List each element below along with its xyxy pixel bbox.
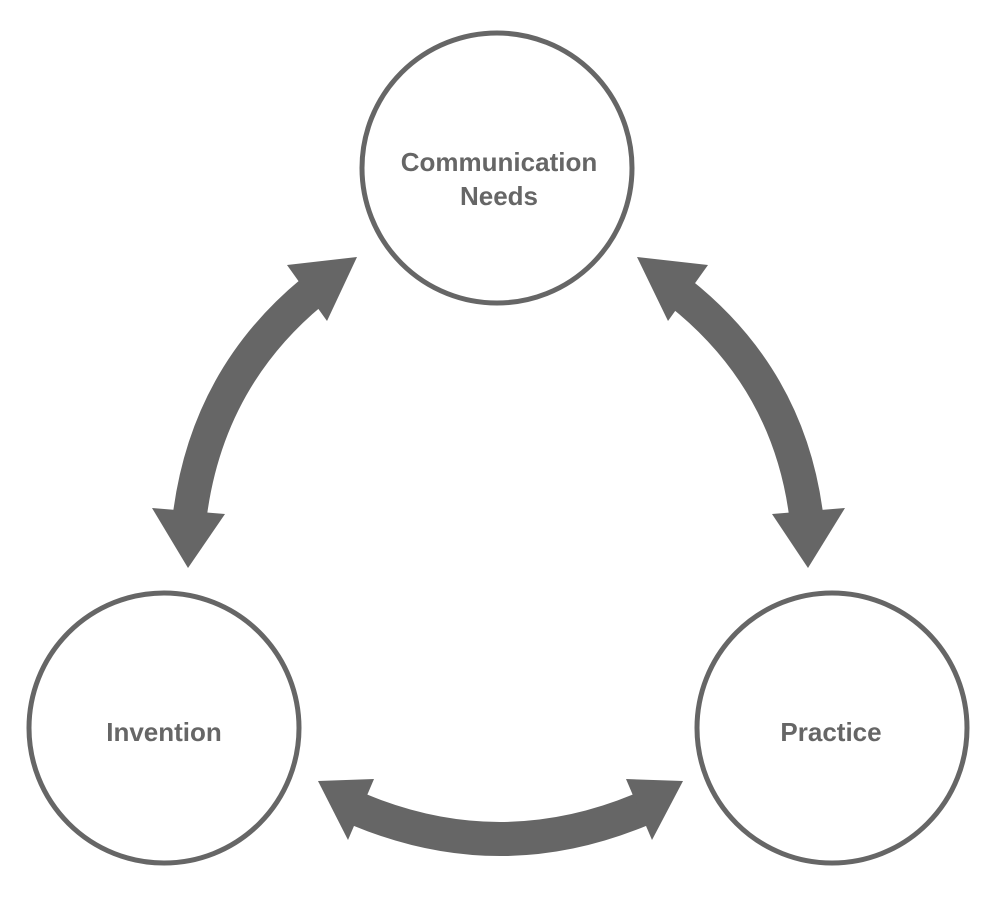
node-label-top-line1: Communication — [401, 147, 597, 177]
arrowhead-right-bottom — [772, 508, 845, 568]
arrowhead-left-bottom — [152, 508, 225, 568]
arrow-invention-practice — [318, 779, 683, 856]
arrow-shaft-right — [668, 278, 823, 517]
node-invention: Invention — [26, 590, 302, 866]
arrowhead-bottom-right — [626, 779, 683, 840]
node-label-right: Practice — [780, 717, 881, 747]
arrow-needs-practice — [637, 257, 845, 568]
arrowhead-bottom-left — [318, 779, 374, 840]
node-circle-left — [26, 590, 302, 866]
node-circle-right — [694, 590, 970, 866]
arrowhead-right-top — [637, 257, 708, 321]
arrowhead-left-top — [287, 257, 357, 321]
node-label-top-line2: Needs — [460, 181, 538, 211]
node-communication-needs: Communication Needs — [359, 30, 635, 306]
node-practice: Practice — [694, 590, 970, 866]
node-circle-top — [359, 30, 635, 306]
arrow-needs-invention — [152, 257, 357, 568]
arrow-shaft-left — [173, 278, 323, 517]
node-label-left: Invention — [106, 717, 222, 747]
arrow-shaft-bottom — [353, 794, 647, 856]
